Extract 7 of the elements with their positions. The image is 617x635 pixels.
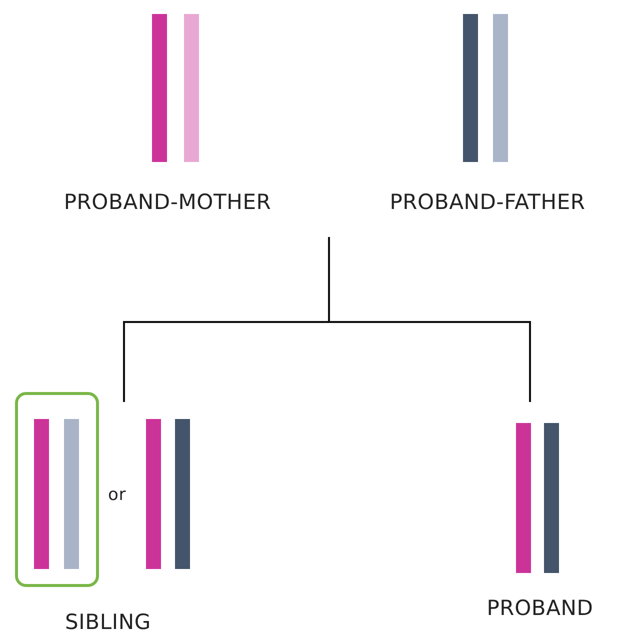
person-label: PROBAND xyxy=(486,596,594,620)
or-text: or xyxy=(108,485,126,505)
person-label: PROBAND-MOTHER xyxy=(62,190,272,214)
highlight-box xyxy=(15,392,99,587)
sibling-label: SIBLING xyxy=(65,610,151,634)
person-label: PROBAND-FATHER xyxy=(388,190,586,214)
connector-line xyxy=(328,237,531,402)
